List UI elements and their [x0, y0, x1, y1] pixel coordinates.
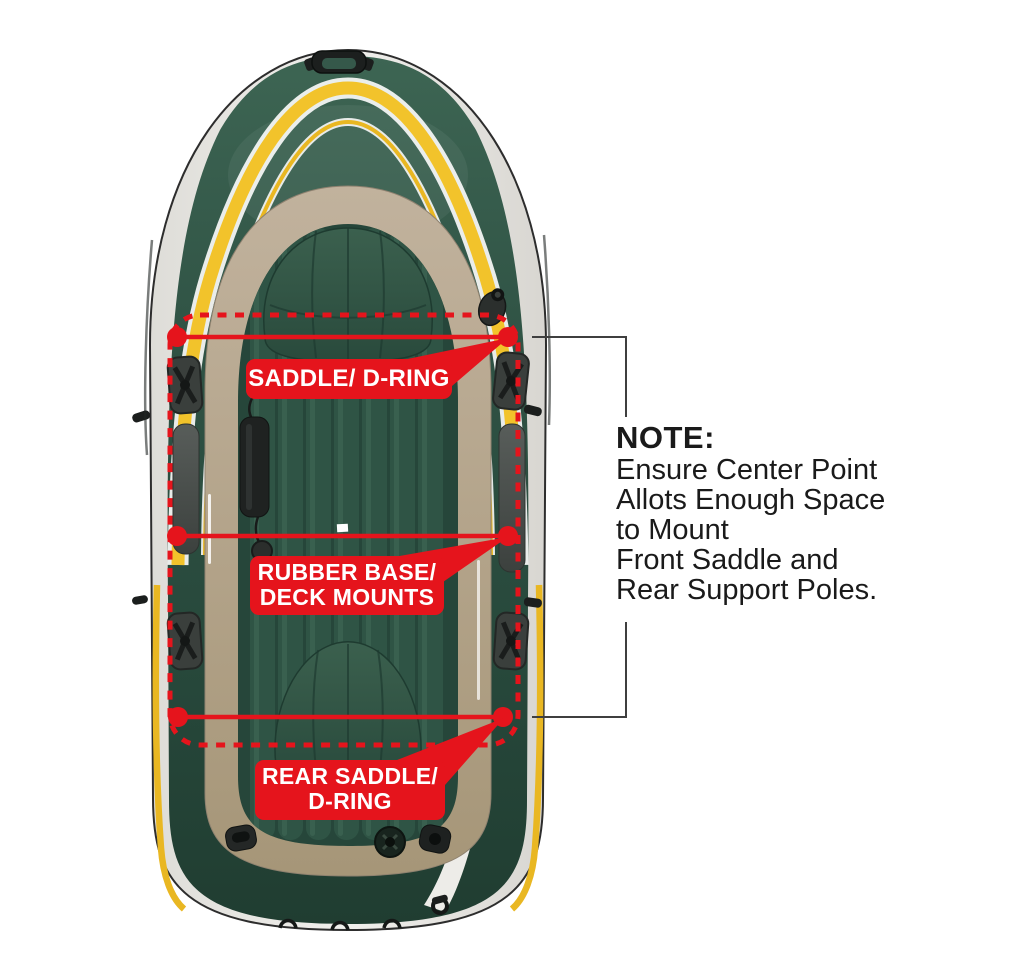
measurement-lines: [177, 334, 508, 720]
grab-ropes: [143, 234, 552, 456]
note-block: NOTE: Ensure Center Point Allots Enough …: [616, 420, 966, 606]
stern-valve: [374, 826, 406, 858]
label-saddle-d-ring: SADDLE/ D-RING: [246, 359, 452, 399]
note-line: Allots Enough Space: [616, 484, 886, 516]
note-line: Rear Support Poles.: [616, 574, 878, 606]
label-rubber-line2: DECK MOUNTS: [259, 584, 435, 610]
bow-handle: [304, 50, 374, 74]
mount-area-dotted-outline: [167, 312, 521, 748]
anchor-dots: [167, 327, 518, 727]
label-rear-line2: D-RING: [308, 788, 392, 814]
floor-seam-marks: [208, 494, 480, 700]
stern-fittings: [225, 824, 452, 931]
note-heading: NOTE:: [616, 420, 715, 455]
note-line: Front Saddle and: [616, 544, 839, 576]
stern-stripes: [152, 584, 544, 912]
note-line: Ensure Center Point: [616, 454, 878, 486]
note-line: to Mount: [616, 514, 729, 546]
label-rear-saddle-d-ring: REAR SADDLE/ D-RING: [255, 760, 445, 820]
label-rear-line1: REAR SADDLE/: [261, 763, 439, 789]
note-bracket: [532, 336, 627, 718]
label-rubber-line1: RUBBER BASE/: [257, 559, 437, 585]
label-rubber-base-deck-mounts: RUBBER BASE/ DECK MOUNTS: [250, 556, 444, 615]
label-saddle-text: SADDLE/ D-RING: [248, 365, 450, 392]
